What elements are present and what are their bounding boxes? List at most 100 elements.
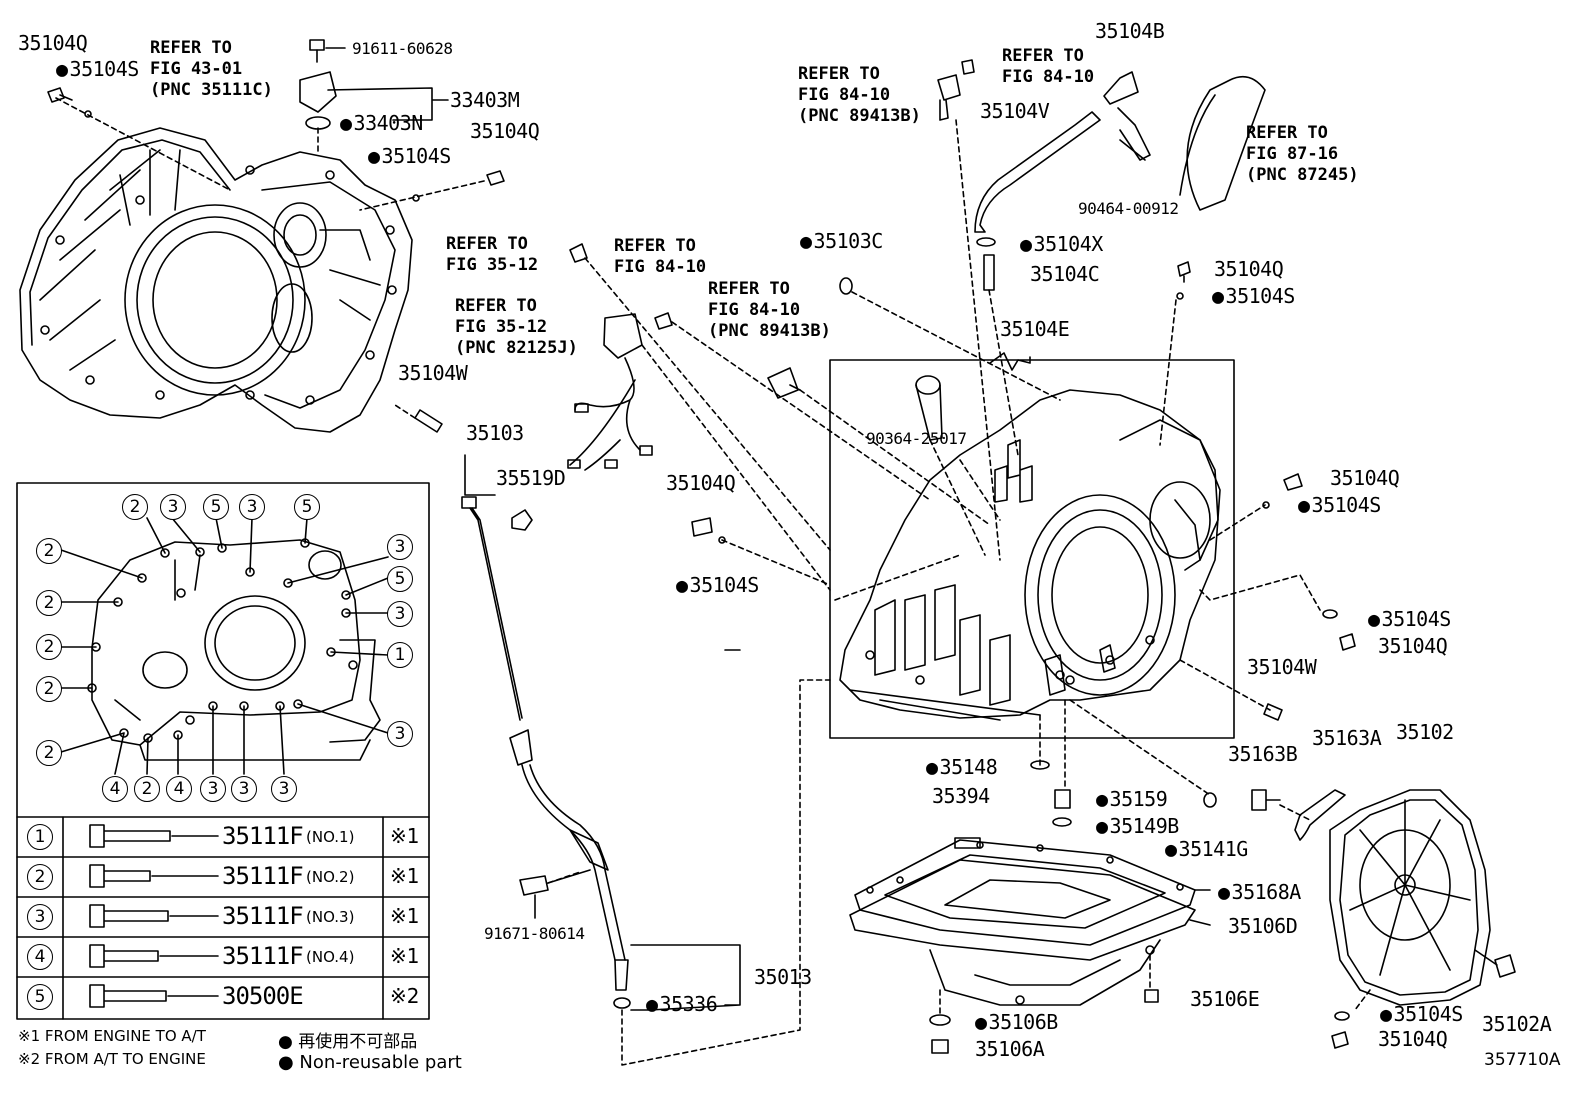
part-label: 91671-80614 — [484, 924, 585, 943]
diagram-code: 357710A — [1484, 1050, 1561, 1070]
footnote-legend: ● 再使用不可部品 — [278, 1032, 418, 1052]
part-label-nonreusable: 35148 — [926, 756, 998, 778]
bolt-direction-note: ※2 — [390, 984, 420, 1008]
part-label: 35104Q — [18, 31, 88, 55]
part-label: 35104W — [1247, 655, 1317, 679]
bolt-position-marker: 3 — [387, 534, 413, 560]
bolt-position-marker: 3 — [271, 776, 297, 802]
part-label-nonreusable: 35104S — [676, 574, 760, 596]
part-label: 35163A — [1312, 726, 1382, 750]
part-label-nonreusable: 35159 — [1096, 788, 1168, 810]
part-label-nonreusable: 35103C — [800, 230, 884, 252]
part-label-nonreusable: 35104S — [368, 145, 452, 167]
bolt-part-number: 35111F — [222, 822, 304, 850]
bolt-key: 3 — [27, 904, 53, 930]
part-label-nonreusable: 35106B — [975, 1011, 1059, 1033]
part-label: 33403M — [450, 88, 520, 112]
bolt-position-marker: 2 — [36, 634, 62, 660]
part-label: 35104W — [398, 361, 468, 385]
part-label: 35104Q — [1330, 466, 1400, 490]
part-label: 91611-60628 — [352, 39, 453, 58]
top-center-parts — [839, 59, 1266, 561]
part-label: 35106D — [1228, 914, 1298, 938]
bolt-part-number: 35111F — [222, 942, 304, 970]
part-label: 35104Q — [1378, 1027, 1448, 1051]
bolt-position-marker: 5 — [294, 494, 320, 520]
bolt-part-number: 35111F — [222, 902, 304, 930]
oil-pan — [849, 837, 1211, 1054]
bolt-position-marker: 2 — [36, 590, 62, 616]
bolt-size: (NO.3) — [306, 908, 355, 926]
bolt-inset — [16, 482, 430, 1020]
part-label-nonreusable: 33403N — [340, 112, 424, 134]
bolt-position-marker: 2 — [122, 494, 148, 520]
bolt-position-marker: 5 — [387, 566, 413, 592]
bolt-position-marker: 1 — [387, 642, 413, 668]
bolt-position-marker: 5 — [203, 494, 229, 520]
bolt-size: (NO.4) — [306, 948, 355, 966]
part-label-nonreusable: 35104S — [56, 58, 140, 80]
part-label-nonreusable: 35336 — [646, 993, 718, 1015]
bolt-position-marker: 3 — [387, 601, 413, 627]
bolt-position-marker: 4 — [166, 776, 192, 802]
part-label-nonreusable: 35168A — [1218, 881, 1302, 903]
part-label: 35013 — [754, 965, 812, 989]
bolt-position-marker: 2 — [36, 740, 62, 766]
bolt-position-marker: 3 — [387, 721, 413, 747]
part-label: 35102 — [1396, 720, 1454, 744]
footnote: ※2 FROM A/T TO ENGINE — [18, 1050, 206, 1068]
bolt-part-number: 35111F — [222, 862, 304, 890]
bolt-size: (NO.1) — [306, 828, 355, 846]
part-label: 35104Q — [1214, 257, 1284, 281]
bolt-key: 2 — [27, 864, 53, 890]
part-label: 35104V — [980, 99, 1050, 123]
part-label: 35104B — [1095, 19, 1165, 43]
part-label-nonreusable: 35104S — [1212, 285, 1296, 307]
part-label: 35106A — [975, 1037, 1045, 1061]
transmission-housing — [19, 127, 413, 433]
transmission-case — [829, 352, 1356, 827]
part-label: 35104Q — [470, 119, 540, 143]
bolt-key: 5 — [27, 984, 53, 1010]
part-label: 35104Q — [1378, 634, 1448, 658]
bolt-position-marker: 2 — [36, 676, 62, 702]
dipstick-and-harness — [461, 243, 991, 1066]
side-cover — [1251, 789, 1516, 1049]
bolt-position-marker: 4 — [102, 776, 128, 802]
part-label-nonreusable: 35104S — [1368, 608, 1452, 630]
part-label-nonreusable: 35104S — [1380, 1003, 1464, 1025]
bolt-size: (NO.2) — [306, 868, 355, 886]
part-label: 35104C — [1030, 262, 1100, 286]
part-label: 35104E — [1000, 317, 1070, 341]
footnote-legend: ● Non-reusable part — [278, 1052, 462, 1073]
bolt-position-marker: 3 — [200, 776, 226, 802]
bolt-position-marker: 3 — [231, 776, 257, 802]
part-label: 90464-00912 — [1078, 199, 1179, 218]
part-label-nonreusable: 35149B — [1096, 815, 1180, 837]
part-label: 90364-25017 — [866, 429, 967, 448]
bolt-position-marker: 2 — [36, 538, 62, 564]
bolt-key: 1 — [27, 824, 53, 850]
bolt-position-marker: 3 — [160, 494, 186, 520]
part-label-nonreusable: 35141G — [1165, 838, 1249, 860]
part-label-nonreusable: 35104X — [1020, 233, 1104, 255]
part-label: 35103 — [466, 421, 524, 445]
bolt-position-marker: 2 — [134, 776, 160, 802]
part-label: 35519D — [496, 466, 566, 490]
bolt-key: 4 — [27, 944, 53, 970]
bolt-position-marker: 3 — [239, 494, 265, 520]
part-label: 35163B — [1228, 742, 1298, 766]
part-label: 35106E — [1190, 987, 1260, 1011]
bolt-direction-note: ※1 — [390, 864, 420, 888]
part-label: 35102A — [1482, 1012, 1552, 1036]
